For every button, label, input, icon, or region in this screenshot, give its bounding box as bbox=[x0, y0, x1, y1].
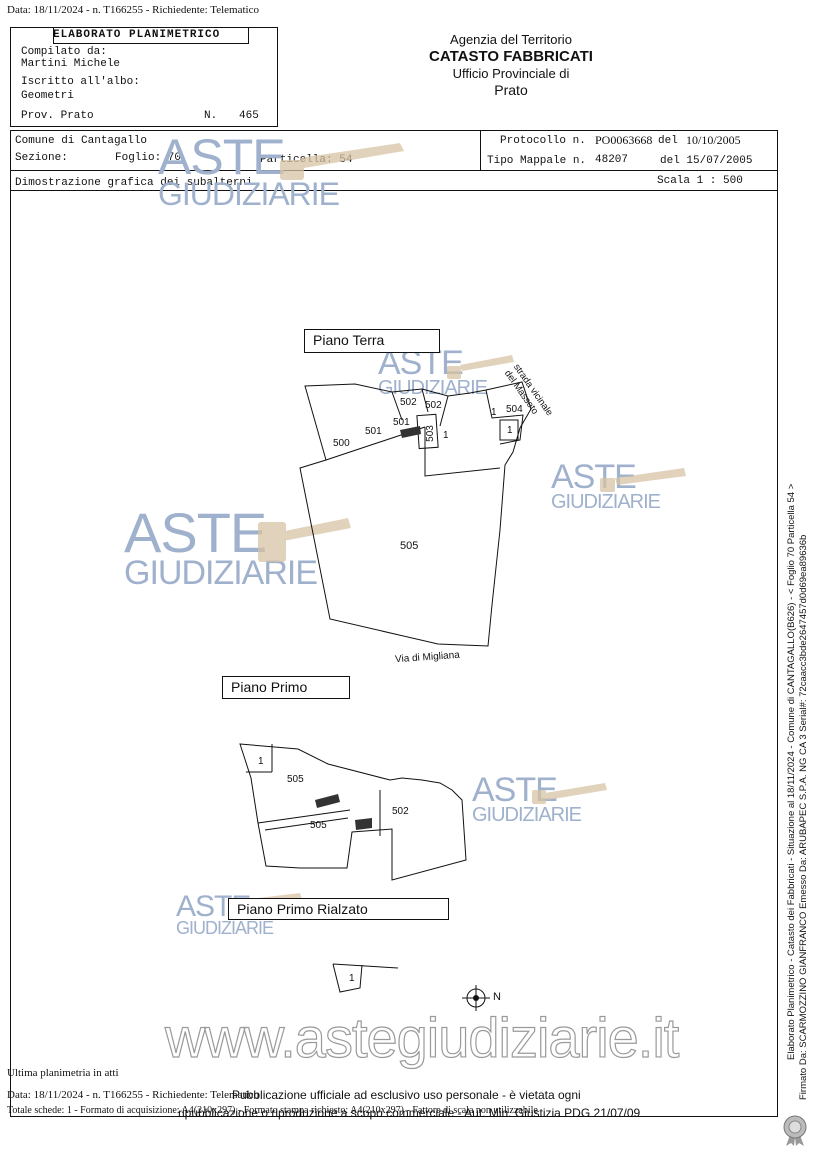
protocollo-del: del bbox=[658, 135, 678, 147]
north-label: N bbox=[493, 991, 501, 1003]
unit-number: 500 bbox=[333, 438, 350, 449]
side-text-signature: Firmato Da: SCARMOZZINO GIANFRANCO Emess… bbox=[798, 534, 809, 1100]
unit-number: 505 bbox=[287, 774, 304, 785]
unit-number: 504 bbox=[506, 404, 523, 415]
hammer-icon bbox=[228, 143, 686, 911]
number-label: N. bbox=[204, 110, 218, 122]
floor-label-first: Piano Primo bbox=[222, 676, 350, 699]
watermark-aste: ASTE GIUDIZIARIE bbox=[176, 890, 274, 938]
agency-name: Agenzia del Territorio bbox=[450, 32, 572, 47]
unit-number: 501 bbox=[393, 417, 410, 428]
floor-label-first-raised: Piano Primo Rialzato bbox=[228, 898, 449, 920]
cadastre-name: CATASTO FABBRICATI bbox=[429, 48, 593, 65]
register-label: Iscritto all'albo: bbox=[21, 76, 140, 88]
compiled-name: Martini Michele bbox=[21, 58, 121, 70]
foglio: Foglio: 70 bbox=[115, 152, 182, 164]
unit-number: 1 bbox=[258, 756, 264, 767]
unit-number: 505 bbox=[400, 540, 419, 552]
unit-number: 502 bbox=[400, 397, 417, 408]
mappale-label: Tipo Mappale n. bbox=[487, 155, 587, 167]
province-label: Prov. Prato bbox=[21, 110, 94, 122]
watermark-aste: ASTE GIUDIZIARIE bbox=[158, 129, 340, 212]
office-city: Prato bbox=[494, 82, 528, 98]
section-title: Dimostrazione grafica dei subalterni bbox=[15, 177, 253, 189]
protocollo-value: PO0063668 bbox=[595, 133, 653, 147]
unit-number: 505 bbox=[310, 820, 327, 831]
watermark-site: www.astegiudiziarie.it bbox=[164, 1005, 680, 1069]
footer-publication-2: ripubblicazione o riproduzione a scopo c… bbox=[178, 1106, 641, 1120]
footer-totals-line: Totale schede: 1 - Formato di acquisizio… bbox=[7, 1105, 538, 1116]
seal-icon bbox=[782, 1115, 808, 1147]
footer-date-line: Data: 18/11/2024 - n. T166255 - Richiede… bbox=[7, 1089, 259, 1101]
sezione-label: Sezione: bbox=[15, 152, 68, 164]
unit-number: 1 bbox=[507, 425, 513, 436]
mappale-date: del 15/07/2005 bbox=[660, 155, 753, 167]
unit-number: 503 bbox=[424, 425, 436, 442]
unit-number: 1 bbox=[443, 430, 449, 441]
unit-number: 502 bbox=[392, 806, 409, 817]
doc-type: ELABORATO PLANIMETRICO bbox=[53, 29, 221, 41]
top-stamp: Data: 18/11/2024 - n. T166255 - Richiede… bbox=[7, 4, 259, 16]
register-value: Geometri bbox=[21, 90, 74, 102]
stair-hatching bbox=[315, 426, 421, 830]
watermark-aste: ASTE GIUDIZIARIE bbox=[124, 501, 318, 593]
mappale-value: 48207 bbox=[595, 154, 629, 166]
unit-number: 501 bbox=[365, 426, 382, 437]
footer-last-plan: Ultima planimetria in atti bbox=[7, 1067, 119, 1079]
footer-publication-1: Pubblicazione ufficiale ad esclusivo uso… bbox=[232, 1088, 581, 1102]
protocollo-label: Protocollo n. bbox=[500, 135, 586, 147]
protocollo-date: 10/10/2005 bbox=[686, 133, 741, 147]
side-text-situation: Elaborato Planimetrico - Catasto dei Fab… bbox=[786, 483, 797, 1060]
unit-number: 502 bbox=[425, 400, 442, 411]
number-value: 465 bbox=[239, 110, 259, 122]
compiler-box: ELABORATO PLANIMETRICO Compilato da: Mar… bbox=[10, 27, 278, 127]
scale: Scala 1 : 500 bbox=[657, 175, 743, 187]
floor-label-ground: Piano Terra bbox=[304, 329, 440, 353]
comune: Comune di Cantagallo bbox=[15, 135, 148, 147]
unit-number: 1 bbox=[491, 407, 497, 418]
unit-number: 1 bbox=[349, 973, 355, 984]
main-frame bbox=[10, 130, 778, 1117]
compiled-label: Compilato da: bbox=[21, 46, 107, 58]
agency-header: Agenzia del Territorio CATASTO FABBRICAT… bbox=[400, 32, 622, 98]
office-name: Ufficio Provinciale di bbox=[452, 66, 570, 81]
